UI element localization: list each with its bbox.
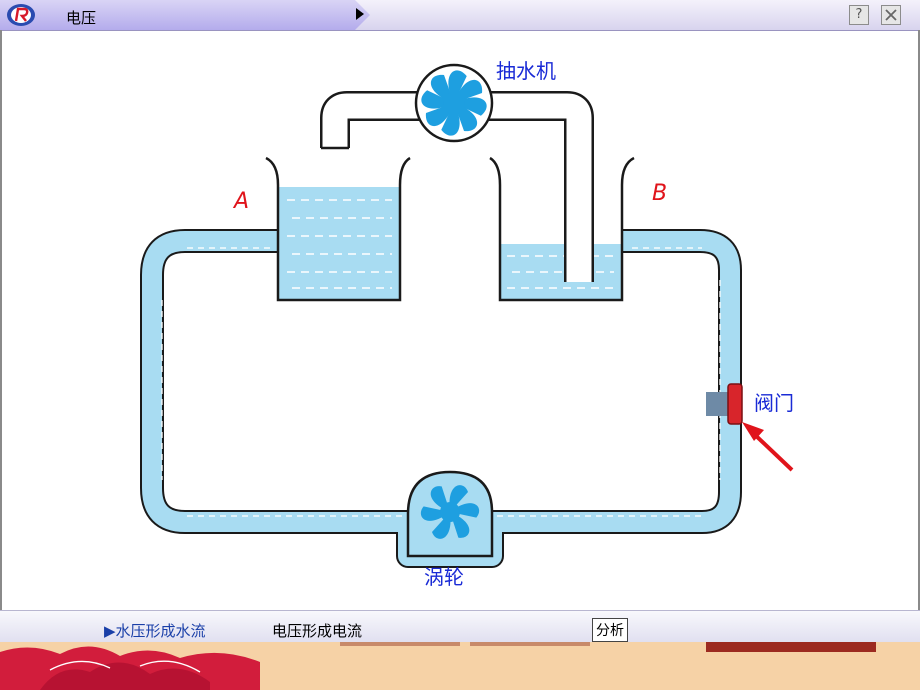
pump-label: 抽水机	[496, 59, 556, 83]
water-ripple-lines	[161, 247, 721, 517]
nav-water-pressure[interactable]: ▶水压形成水流	[104, 622, 206, 640]
tank-a-label: A	[232, 189, 249, 214]
close-button[interactable]	[881, 5, 901, 25]
diagram-stage: 抽水机 A B 阀门 涡轮	[0, 30, 920, 610]
play-triangle-icon[interactable]	[355, 7, 365, 21]
pump-fan-icon	[414, 63, 494, 143]
floral-decoration-icon	[0, 642, 920, 690]
help-button[interactable]: ?	[849, 5, 869, 25]
window-title: 电压	[66, 9, 97, 27]
tank-b	[489, 156, 635, 302]
turbine-label: 涡轮	[424, 565, 464, 589]
nav-voltage-current[interactable]: 电压形成电流	[272, 622, 363, 640]
turbine-fan-icon	[406, 470, 494, 558]
valve-label: 阀门	[754, 391, 794, 415]
app-logo-icon	[7, 4, 35, 26]
title-bar: 电压 ?	[0, 0, 920, 31]
analyze-button[interactable]: 分析	[592, 618, 628, 642]
valve-arrow-icon	[742, 422, 794, 472]
close-icon	[885, 9, 897, 21]
tank-b-label: B	[652, 181, 667, 206]
bottom-nav-bar: ▶水压形成水流 电压形成电流 分析	[0, 610, 920, 643]
tank-a	[265, 156, 411, 302]
water-circuit-diagram: 抽水机 A B 阀门 涡轮	[140, 59, 794, 589]
decorative-footer	[0, 642, 920, 690]
valve-icon[interactable]	[706, 383, 743, 425]
title-tab	[0, 0, 370, 30]
